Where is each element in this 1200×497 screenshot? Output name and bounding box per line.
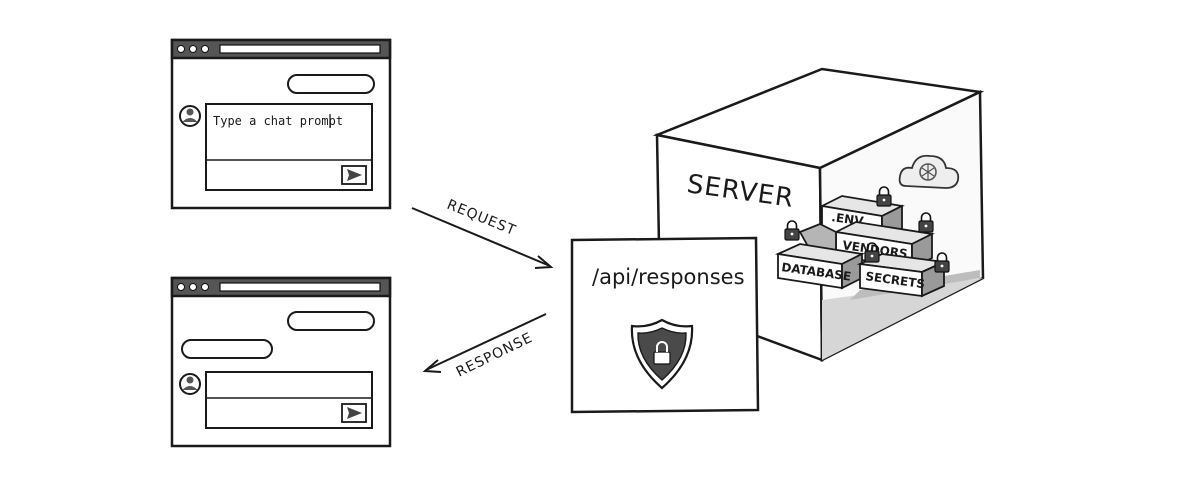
openai-cloud-icon (898, 154, 960, 189)
window-dot-icon (177, 45, 185, 53)
avatar-icon (179, 373, 201, 395)
send-icon (347, 169, 362, 181)
send-icon (347, 407, 362, 419)
window-dot-icon (177, 283, 185, 291)
api-endpoint-box: /api/responses (570, 236, 760, 414)
window-dot-icon (201, 283, 209, 291)
browser-window-top: Type a chat prompt (170, 38, 392, 210)
window-dot-icon (201, 45, 209, 53)
window-dot-icon (189, 45, 197, 53)
window-dot-icon (189, 283, 197, 291)
request-arrow: REQUEST (411, 197, 554, 269)
address-bar[interactable] (219, 44, 381, 54)
chat-input-text: Type a chat prompt (213, 114, 343, 128)
chat-bubble-user (287, 311, 375, 331)
api-path: /api/responses (592, 265, 745, 289)
shield-lock-icon (630, 318, 694, 390)
database-box: DATABASE (774, 243, 865, 290)
send-button[interactable] (341, 165, 367, 185)
avatar-icon (179, 105, 201, 127)
response-arrow: RESPONSE (422, 313, 547, 381)
chat-bubble-assistant (181, 339, 273, 359)
address-bar[interactable] (219, 282, 381, 292)
chat-bubble-user (287, 74, 375, 94)
send-button[interactable] (341, 403, 367, 423)
browser-window-bottom (170, 276, 392, 448)
request-label: REQUEST (445, 197, 519, 239)
